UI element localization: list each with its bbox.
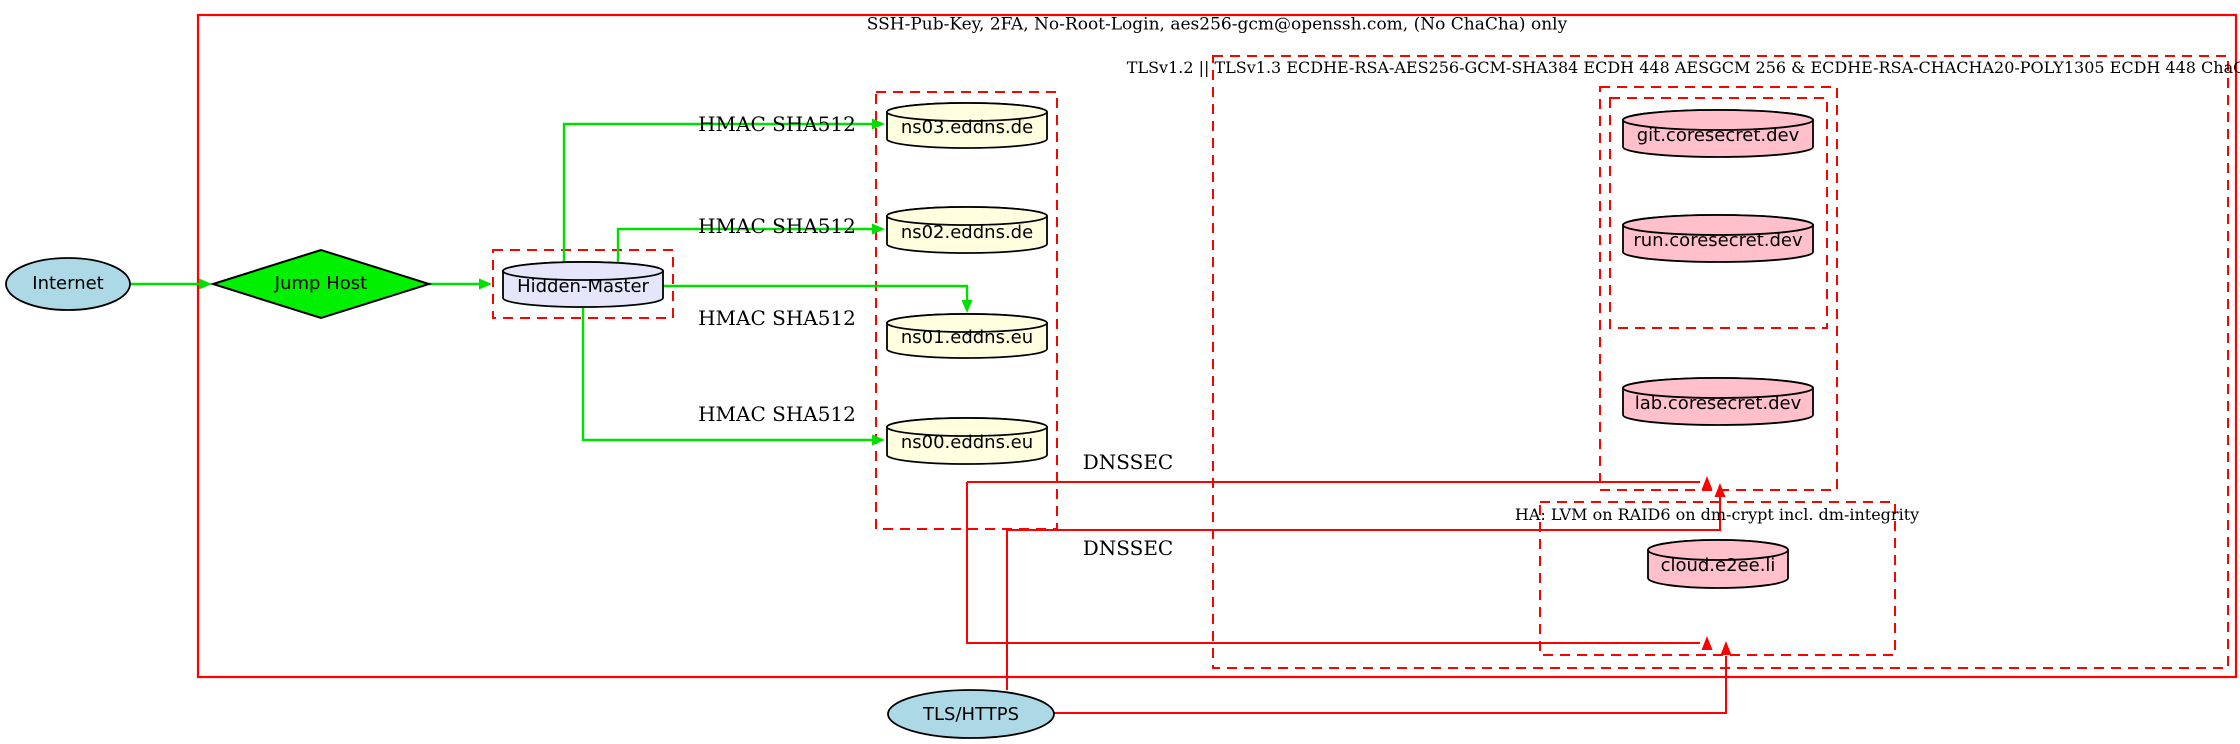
edge-label-hmac-ns01: HMAC SHA512 <box>698 306 856 330</box>
cluster-hidden-master-box <box>492 249 674 319</box>
edge-label-hmac-ns02: HMAC SHA512 <box>698 214 856 238</box>
node-jumphost-shape <box>209 248 433 320</box>
arrowhead-down <box>961 300 973 313</box>
cluster-ssh-box <box>196 13 2238 679</box>
arrowhead-up <box>1720 641 1732 655</box>
node-ns01-shape <box>886 313 1048 359</box>
arrowhead-right <box>199 278 212 290</box>
node-ns03-shape <box>886 102 1048 149</box>
cluster-coresecret-inner-box <box>1609 97 1828 329</box>
cluster-tls-label: TLSv1.2 || TLSv1.3 ECDHE-RSA-AES256-GCM-… <box>1126 58 2240 77</box>
cluster-nameservers-box <box>875 91 1058 530</box>
edge-hiddenmaster-ns02 <box>616 223 885 262</box>
green-edges <box>131 118 973 446</box>
node-internet-shape <box>5 257 131 311</box>
node-lab-shape <box>1622 377 1814 426</box>
red-edges <box>966 476 1732 714</box>
node-cloud-shape <box>1647 539 1789 589</box>
node-ns03-label: ns03.eddns.de <box>900 117 1034 138</box>
arrowhead-up <box>1701 476 1713 490</box>
node-internet-label: Internet <box>32 273 104 294</box>
arrowhead-right <box>872 223 885 235</box>
edge-label-dnssec-1: DNSSEC <box>1082 450 1174 474</box>
node-ns00-label: ns00.eddns.eu <box>900 432 1034 453</box>
edge-internet-jumphost <box>131 278 212 290</box>
edge-hiddenmaster-ns00 <box>581 307 885 446</box>
node-run-label: run.coresecret.dev <box>1633 230 1803 251</box>
node-tlshttps-label: TLS/HTTPS <box>922 704 1020 725</box>
arrowhead-right <box>872 434 885 446</box>
cluster-ha-label: HA: LVM on RAID6 on dm-crypt incl. dm-in… <box>1514 505 1920 524</box>
edge-hiddenmaster-ns01 <box>663 284 973 313</box>
edge-label-hmac-ns03: HMAC SHA512 <box>698 112 856 136</box>
node-run-shape <box>1622 214 1814 263</box>
edge-label-dnssec-2: DNSSEC <box>1082 536 1174 560</box>
edge-dnssec-ha <box>966 482 1713 650</box>
edge-label-hmac-ns00: HMAC SHA512 <box>698 402 856 426</box>
arrowhead-right <box>479 278 492 290</box>
node-git-label: git.coresecret.dev <box>1636 125 1800 146</box>
cluster-coresecret-outer-box <box>1599 86 1838 491</box>
node-ns02-label: ns02.eddns.de <box>900 222 1034 243</box>
node-hiddenmaster-shape <box>502 261 664 308</box>
arrowhead-right <box>872 118 885 130</box>
node-git-shape <box>1622 109 1814 158</box>
edge-dnssec-coresecret <box>967 476 1713 490</box>
edge-jumphost-hiddenmaster <box>429 278 492 290</box>
node-ns02-shape <box>886 206 1048 254</box>
node-hiddenmaster-label: Hidden-Master <box>517 276 649 297</box>
cluster-ha-box <box>1539 501 1896 656</box>
arrowhead-up <box>1714 483 1726 497</box>
cluster-ssh-label: SSH-Pub-Key, 2FA, No-Root-Login, aes256-… <box>866 14 1568 35</box>
cluster-tls-box <box>1212 55 2229 669</box>
node-ns01-label: ns01.eddns.eu <box>900 327 1034 348</box>
edge-hiddenmaster-ns03 <box>562 118 885 262</box>
node-jumphost-label: Jump Host <box>274 273 368 294</box>
edge-tlshttps-ha <box>1054 641 1732 714</box>
node-cloud-label: cloud.e2ee.li <box>1660 555 1776 576</box>
node-lab-label: lab.coresecret.dev <box>1634 393 1802 414</box>
arrowhead-up <box>1701 636 1713 650</box>
edge-tlshttps-coresecret <box>1006 483 1726 690</box>
node-tlshttps-shape <box>887 689 1055 739</box>
node-ns00-shape <box>886 417 1048 465</box>
